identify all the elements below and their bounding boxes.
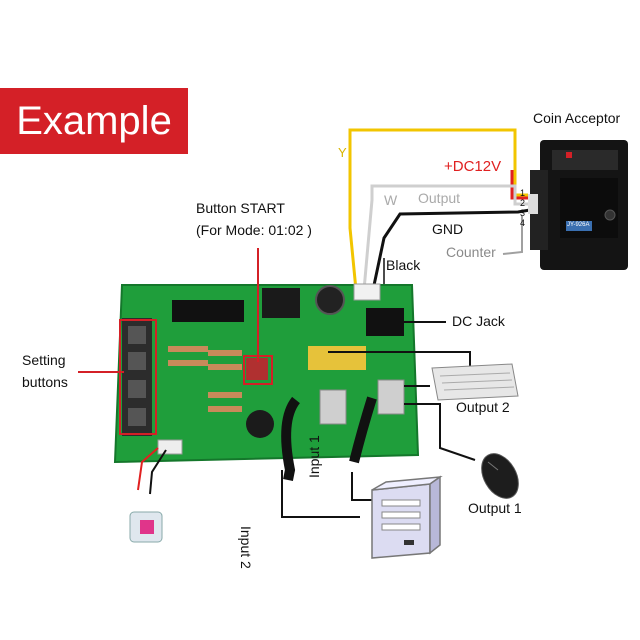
- gray-wire: [502, 216, 523, 255]
- controller-board: [113, 283, 420, 464]
- coin-acceptor-label: Coin Acceptor: [533, 110, 621, 126]
- start-button[interactable]: [246, 358, 268, 380]
- mouse-icon: [481, 453, 519, 499]
- buzzer: [246, 410, 274, 438]
- pin-2-label: 2: [520, 198, 526, 208]
- coin-acceptor-device: [528, 140, 628, 270]
- yellow-wire: [348, 128, 528, 291]
- white-wire: [362, 184, 530, 291]
- setting-buttons-label-line1: Setting: [22, 352, 66, 368]
- gnd-wire-label: GND: [432, 221, 464, 237]
- usb-port-output-2: [377, 379, 405, 415]
- relay: [308, 346, 366, 370]
- y-wire-label: Y: [338, 145, 347, 160]
- setting-button-4[interactable]: [128, 408, 146, 426]
- input1-line: [351, 472, 372, 501]
- coin-connector: [353, 283, 381, 301]
- usb-port-input-1: [319, 389, 347, 425]
- switch-wire-black: [149, 449, 167, 495]
- button-start-mode-label: (For Mode: 01:02 ): [196, 222, 312, 238]
- input2-line: [281, 470, 360, 518]
- usb-cable-input-1: [349, 396, 377, 464]
- keyboard-cable: [328, 351, 471, 366]
- setting-buttons-highlight: [119, 319, 157, 435]
- output-wire-label: Output: [418, 190, 461, 206]
- setting-button-1[interactable]: [128, 326, 146, 344]
- capacitor: [315, 285, 345, 315]
- example-badge: Example: [0, 88, 188, 154]
- black-wire-label: Black: [386, 257, 421, 273]
- key-switch-icon: [129, 511, 163, 543]
- w-wire-label: W: [384, 192, 398, 208]
- setting-button-2[interactable]: [128, 352, 146, 370]
- voltage-regulator: [262, 288, 300, 318]
- pin-4-label: 4: [520, 218, 526, 228]
- dc-jack-connector: [366, 308, 404, 336]
- input2-label: Input 2: [238, 526, 254, 569]
- mouse-cable: [404, 403, 476, 461]
- black-wire: [371, 208, 531, 291]
- switch-wire-red: [137, 447, 159, 491]
- pin-3-label: 3: [520, 208, 526, 218]
- red-wire: [510, 170, 530, 200]
- pin-1-label: 1: [520, 188, 526, 198]
- counter-wire-label: Counter: [446, 244, 496, 260]
- device-model-label: JY-926A: [567, 222, 590, 228]
- output1-label: Output 1: [468, 500, 522, 516]
- usb-cable-input-2: [281, 396, 301, 481]
- dc12v-wire-label: +DC12V: [444, 158, 502, 175]
- input1-label: Input 1: [306, 435, 322, 478]
- dc-jack-label: DC Jack: [452, 313, 505, 329]
- setting-button-3[interactable]: [128, 380, 146, 398]
- setting-buttons-label-line2: buttons: [22, 374, 68, 390]
- output2-label: Output 2: [456, 399, 510, 415]
- button-start-label: Button START: [196, 200, 285, 216]
- keyboard-icon: [431, 363, 519, 401]
- computer-tower-icon: [371, 475, 443, 559]
- button-start-highlight: [243, 355, 273, 385]
- microcontroller-chip: [172, 300, 244, 322]
